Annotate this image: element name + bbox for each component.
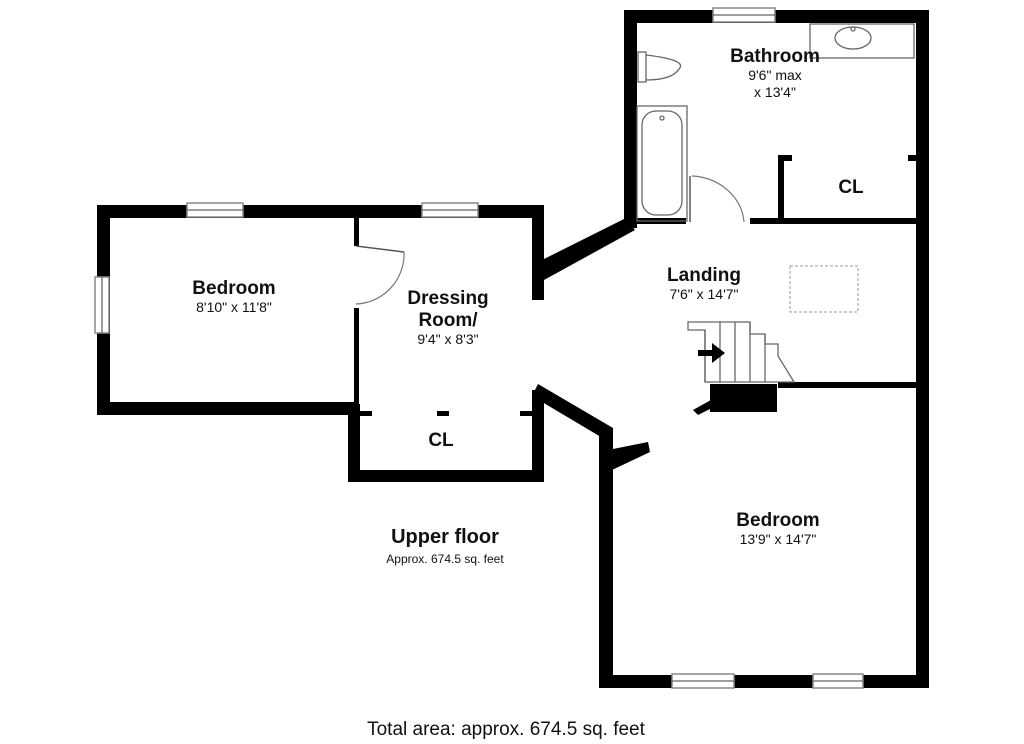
- wall: [750, 218, 920, 224]
- wall: [599, 428, 613, 688]
- toilet-icon: [637, 51, 682, 83]
- bathtub-icon: [636, 105, 688, 222]
- wall: [778, 155, 784, 222]
- room-dimensions: 7'6" x 14'7": [670, 286, 739, 302]
- floor-title: Upper floor: [391, 526, 499, 548]
- room-dimensions: 13'9" x 14'7": [740, 531, 817, 547]
- room-dimensions: 8'10" x 11'8": [196, 299, 272, 315]
- wall: [437, 411, 449, 416]
- door-swing-icon: [689, 175, 745, 223]
- window-icon: [94, 276, 110, 334]
- closet-label: CL: [428, 430, 454, 451]
- window-icon: [421, 202, 479, 218]
- room-dimensions: x 13'4": [754, 84, 796, 100]
- wall: [532, 390, 544, 482]
- room-name: Landing: [667, 265, 741, 286]
- wall: [360, 411, 372, 416]
- wall: [354, 308, 359, 406]
- wall: [532, 218, 635, 280]
- landing-label: Landing 7'6" x 14'7": [667, 265, 741, 302]
- wall: [624, 10, 637, 228]
- wall: [532, 205, 544, 300]
- bedroom-left-label: Bedroom 8'10" x 11'8": [192, 278, 275, 315]
- wall: [348, 404, 360, 482]
- window-icon: [186, 202, 244, 218]
- room-name: Room/: [418, 310, 478, 331]
- room-dimensions: 9'6" max: [748, 67, 802, 83]
- room-name: Bedroom: [192, 278, 275, 299]
- bedroom-right-label: Bedroom 13'9" x 14'7": [736, 510, 819, 547]
- floor-area: Approx. 674.5 sq. feet: [386, 552, 504, 566]
- wall: [348, 470, 544, 482]
- sink-icon: [809, 23, 915, 59]
- wall: [908, 155, 918, 161]
- room-dimensions: 9'4" x 8'3": [417, 331, 478, 347]
- wall: [916, 10, 929, 688]
- window-icon: [671, 673, 735, 689]
- dressing-room-label: Dressing Room/ 9'4" x 8'3": [407, 288, 488, 347]
- wall: [354, 218, 359, 246]
- window-icon: [812, 673, 864, 689]
- bathroom-label: Bathroom 9'6" max x 13'4": [730, 46, 820, 100]
- closet-label: CL: [838, 177, 864, 198]
- wall: [778, 155, 792, 161]
- wall: [608, 442, 650, 470]
- floor-caption: Upper floor Approx. 674.5 sq. feet: [386, 526, 504, 566]
- wall: [624, 10, 929, 23]
- wall: [97, 402, 359, 415]
- wall: [532, 384, 613, 440]
- walls: [97, 10, 929, 688]
- door-swing-icon: [355, 245, 405, 305]
- room-name: Bathroom: [730, 46, 820, 67]
- stairs-arrow-icon: [698, 343, 725, 363]
- windows: [94, 7, 864, 689]
- wall: [778, 382, 920, 388]
- room-name: Dressing: [407, 288, 488, 309]
- total-area: Total area: approx. 674.5 sq. feet: [367, 719, 646, 740]
- window-icon: [712, 7, 776, 23]
- wall: [520, 411, 532, 416]
- stairs-icon: [687, 265, 859, 415]
- room-name: Bedroom: [736, 510, 819, 531]
- wall: [599, 675, 929, 688]
